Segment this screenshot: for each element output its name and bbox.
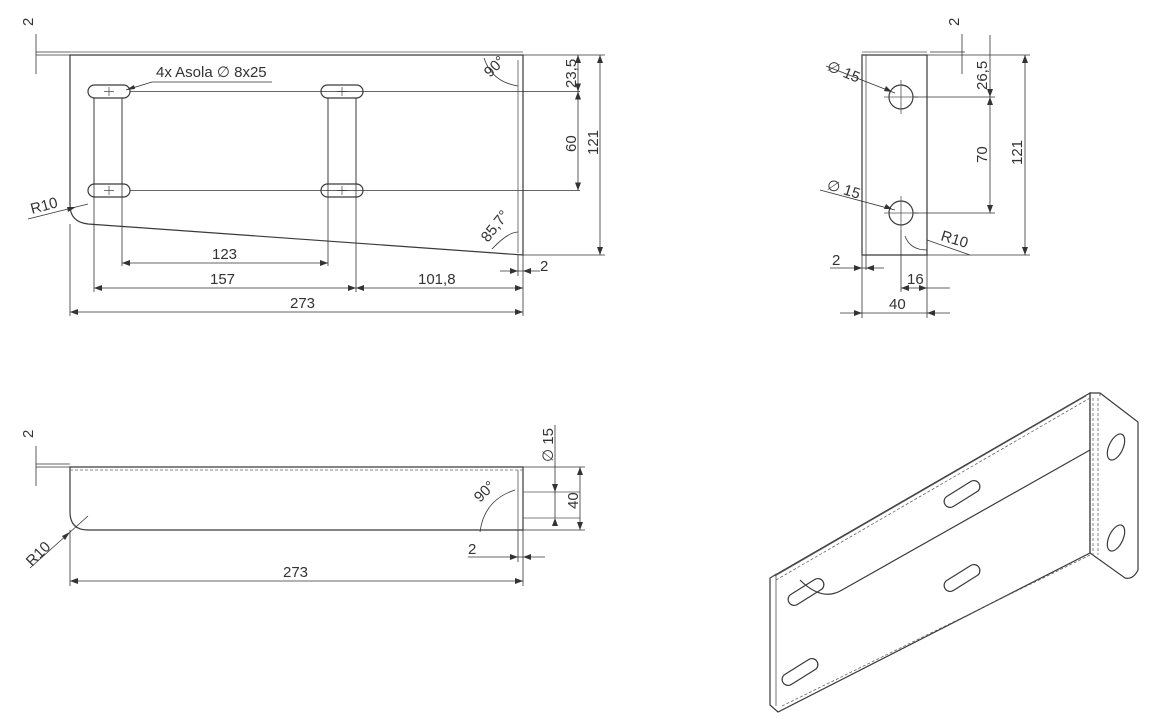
top-outline <box>69 466 524 531</box>
top-radius-text: R10 <box>23 538 54 569</box>
iso-slot-lower <box>781 657 819 687</box>
side-total-height-text: 121 <box>1009 140 1026 165</box>
slot-note-text: 4x Asola ∅ 8x25 <box>156 64 267 81</box>
top-thickness-text: 2 <box>20 430 37 438</box>
side-top-offset-text: 26,5 <box>974 61 991 90</box>
front-outline <box>69 54 524 256</box>
top-dim-length: 273 <box>70 564 523 584</box>
top-dim-vertical: ∅ 15 40 <box>540 425 583 530</box>
side-dim-horizontal: 2 16 40 <box>830 252 950 316</box>
side-radius: R10 <box>904 228 971 256</box>
front-radius: R10 <box>27 194 89 220</box>
side-hole-lower-text: ∅ 15 <box>825 177 862 203</box>
iso-flange-hole-lower <box>1106 524 1126 552</box>
iso-slot-corner <box>787 577 825 607</box>
side-dim-thickness-top: 2 <box>946 18 963 74</box>
front-taper-angle-text: 85,7° <box>478 207 513 245</box>
iso-plate-outline <box>769 391 1091 713</box>
side-hole-center-text: 16 <box>907 271 924 288</box>
top-flange-text: 2 <box>468 541 476 558</box>
iso-flange-outline <box>1089 392 1139 579</box>
top-hole-dia-text: ∅ 15 <box>540 428 557 462</box>
side-view: ∅ 15 ∅ 15 2 26,5 70 121 <box>819 18 1030 318</box>
top-dim-flange: 2 <box>468 530 545 562</box>
front-top-offset-text: 23,5 <box>563 59 580 88</box>
side-hole-spacing-text: 70 <box>974 146 991 163</box>
front-view: 2 4x Asola ∅ 8x25 90° 23,5 60 <box>20 18 605 316</box>
front-dim-vertical: 23,5 60 121 <box>563 55 603 255</box>
iso-flange-hole-upper <box>1106 433 1126 461</box>
front-dim-thickness: 2 <box>20 18 37 74</box>
front-radius-text: R10 <box>29 194 60 218</box>
front-slot-note: 4x Asola ∅ 8x25 <box>125 64 272 91</box>
front-dim-horizontal: 123 157 101,8 273 2 <box>70 246 548 315</box>
front-outer-slots-text: 157 <box>210 271 235 288</box>
isometric-view <box>769 391 1139 713</box>
top-radius: R10 <box>23 515 89 570</box>
front-total-length-text: 273 <box>290 295 315 312</box>
side-hole-lower-callout: ∅ 15 <box>819 177 896 211</box>
side-hole-upper-text: ∅ 15 <box>825 58 863 86</box>
front-inner-slots-text: 123 <box>212 246 237 263</box>
top-dim-thickness: 2 <box>20 430 37 486</box>
side-thickness-text: 2 <box>832 252 840 269</box>
iso-slot-middle <box>943 563 981 593</box>
side-thickness-top-text: 2 <box>946 18 963 26</box>
top-view: 2 ∅ 15 40 90° R10 <box>20 425 585 586</box>
side-radius-text: R10 <box>939 228 970 252</box>
top-total-length-text: 273 <box>283 564 308 581</box>
front-slot-spacing-text: 60 <box>563 135 580 152</box>
iso-slot-upper <box>943 479 981 509</box>
front-thickness-text: 2 <box>20 18 37 26</box>
front-total-height-text: 121 <box>585 130 602 155</box>
front-bend-angle: 90° <box>481 53 519 87</box>
side-outline <box>861 54 928 256</box>
side-dim-vertical: 26,5 70 121 <box>974 35 1028 255</box>
front-bend-angle-text: 90° <box>481 53 509 81</box>
top-width-text: 40 <box>565 492 582 509</box>
front-right-margin-text: 101,8 <box>418 271 456 288</box>
top-bend-angle: 90° <box>471 478 516 533</box>
side-width-text: 40 <box>889 296 906 313</box>
front-flange-text: 2 <box>540 258 548 275</box>
side-hole-upper-callout: ∅ 15 <box>825 58 896 94</box>
front-taper-angle: 85,7° <box>478 207 519 250</box>
